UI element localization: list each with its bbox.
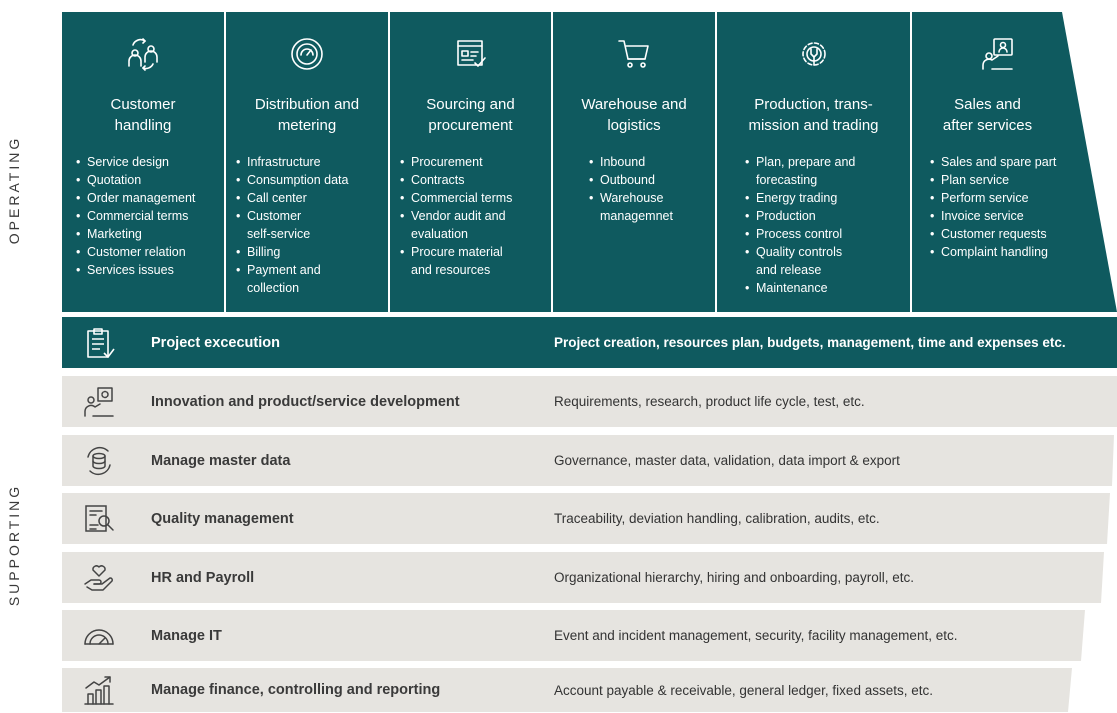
column-title: Sales and after services bbox=[942, 96, 1033, 134]
list-item: Inbound bbox=[589, 153, 711, 171]
operating-label: OPERATING bbox=[0, 100, 28, 280]
column-items: Service design Quotation Order managemen… bbox=[76, 153, 220, 279]
column-title: Sourcing and procurement bbox=[426, 96, 515, 134]
support-row-hr-payroll: HR and Payroll Organizational hierarchy,… bbox=[62, 552, 1104, 603]
support-row-description: Project creation, resources plan, budget… bbox=[554, 335, 1066, 350]
list-item: Service design bbox=[76, 153, 220, 171]
document-check-icon bbox=[390, 36, 551, 76]
operating-column-sourcing-procurement: Sourcing and procurement Procurement Con… bbox=[390, 12, 551, 312]
list-item: Order management bbox=[76, 189, 220, 207]
support-row-title: Manage finance, controlling and reportin… bbox=[151, 682, 441, 698]
clipboard-icon bbox=[82, 327, 116, 359]
list-item: Marketing bbox=[76, 225, 220, 243]
operating-column-customer-handling: Customer handling Service design Quotati… bbox=[62, 12, 224, 312]
gear-wrench-icon bbox=[717, 36, 910, 76]
list-item: Process control bbox=[745, 225, 906, 243]
list-item: Quotation bbox=[76, 171, 220, 189]
growth-chart-icon bbox=[82, 674, 116, 706]
speedometer-icon bbox=[82, 620, 116, 652]
list-item: Quality controls and release bbox=[745, 243, 906, 279]
list-item: Infrastructure bbox=[236, 153, 384, 171]
column-title: Warehouse and logistics bbox=[581, 96, 687, 134]
list-item: Customer self-service bbox=[236, 207, 384, 243]
column-title: Distribution and metering bbox=[254, 96, 360, 134]
operating-section: Customer handling Service design Quotati… bbox=[62, 12, 1117, 312]
support-row-manage-it: Manage IT Event and incident management,… bbox=[62, 610, 1085, 661]
column-items: Sales and spare part Plan service Perfor… bbox=[930, 153, 1113, 261]
list-item: Warehouse managemnet bbox=[589, 189, 711, 225]
list-item: Customer relation bbox=[76, 243, 220, 261]
support-row-finance: Manage finance, controlling and reportin… bbox=[62, 668, 1072, 712]
list-item: Outbound bbox=[589, 171, 711, 189]
list-item: Maintenance bbox=[745, 279, 906, 297]
list-item: Contracts bbox=[400, 171, 547, 189]
supporting-label: SUPPORTING bbox=[0, 455, 28, 635]
list-item: Services issues bbox=[76, 261, 220, 279]
list-item: Payment and collection bbox=[236, 261, 384, 297]
innovation-person-icon bbox=[82, 386, 116, 418]
support-row-title: Manage master data bbox=[151, 452, 291, 469]
hand-heart-icon bbox=[82, 562, 116, 594]
support-agent-icon bbox=[912, 36, 1117, 76]
column-items: Procurement Contracts Commercial terms V… bbox=[400, 153, 547, 279]
meter-gauge-icon bbox=[226, 36, 388, 76]
support-row-description: Governance, master data, validation, dat… bbox=[554, 453, 900, 468]
support-row-description: Organizational hierarchy, hiring and onb… bbox=[554, 570, 914, 585]
support-row-title: Manage IT bbox=[151, 627, 222, 644]
list-item: Vendor audit and evaluation bbox=[400, 207, 547, 243]
list-item: Plan, prepare and forecasting bbox=[745, 153, 906, 189]
operating-label-text: OPERATING bbox=[6, 135, 23, 245]
list-item: Invoice service bbox=[930, 207, 1113, 225]
database-sync-icon bbox=[82, 445, 116, 477]
list-item: Energy trading bbox=[745, 189, 906, 207]
document-search-icon bbox=[82, 503, 116, 535]
list-item: Commercial terms bbox=[76, 207, 220, 225]
column-items: Inbound Outbound Warehouse managemnet bbox=[589, 153, 711, 225]
support-row-title: Quality management bbox=[151, 510, 294, 527]
support-row-project-execution: Project excecution Project creation, res… bbox=[62, 317, 1117, 368]
operating-column-warehouse-logistics: Warehouse and logistics Inbound Outbound… bbox=[553, 12, 715, 312]
customer-exchange-icon bbox=[62, 36, 224, 76]
list-item: Procurement bbox=[400, 153, 547, 171]
list-item: Customer requests bbox=[930, 225, 1113, 243]
support-row-quality-management: Quality management Traceability, deviati… bbox=[62, 493, 1110, 544]
list-item: Commercial terms bbox=[400, 189, 547, 207]
list-item: Sales and spare part bbox=[930, 153, 1113, 171]
support-row-title: Innovation and product/service developme… bbox=[151, 393, 460, 410]
list-item: Plan service bbox=[930, 171, 1113, 189]
column-title: Production, trans- mission and trading bbox=[748, 96, 879, 134]
operating-column-production-trading: Production, trans- mission and trading P… bbox=[717, 12, 910, 312]
support-row-description: Requirements, research, product life cyc… bbox=[554, 394, 865, 409]
list-item: Perform service bbox=[930, 189, 1113, 207]
support-row-description: Traceability, deviation handling, calibr… bbox=[554, 511, 880, 526]
operating-column-sales-after-services: Sales and after services Sales and spare… bbox=[912, 12, 1117, 312]
list-item: Billing bbox=[236, 243, 384, 261]
operating-column-distribution-metering: Distribution and metering Infrastructure… bbox=[226, 12, 388, 312]
support-row-title: Project excecution bbox=[151, 334, 280, 351]
column-items: Plan, prepare and forecasting Energy tra… bbox=[745, 153, 906, 297]
list-item: Procure material and resources bbox=[400, 243, 547, 279]
support-row-master-data: Manage master data Governance, master da… bbox=[62, 435, 1114, 486]
list-item: Call center bbox=[236, 189, 384, 207]
support-row-innovation: Innovation and product/service developme… bbox=[62, 376, 1117, 427]
column-title: Customer handling bbox=[110, 96, 176, 134]
column-items: Infrastructure Consumption data Call cen… bbox=[236, 153, 384, 297]
shopping-cart-icon bbox=[553, 36, 715, 76]
support-row-description: Account payable & receivable, general le… bbox=[554, 682, 933, 698]
list-item: Complaint handling bbox=[930, 243, 1113, 261]
support-row-title: HR and Payroll bbox=[151, 569, 255, 586]
supporting-label-text: SUPPORTING bbox=[6, 483, 22, 607]
list-item: Production bbox=[745, 207, 906, 225]
list-item: Consumption data bbox=[236, 171, 384, 189]
support-row-description: Event and incident management, security,… bbox=[554, 628, 958, 643]
